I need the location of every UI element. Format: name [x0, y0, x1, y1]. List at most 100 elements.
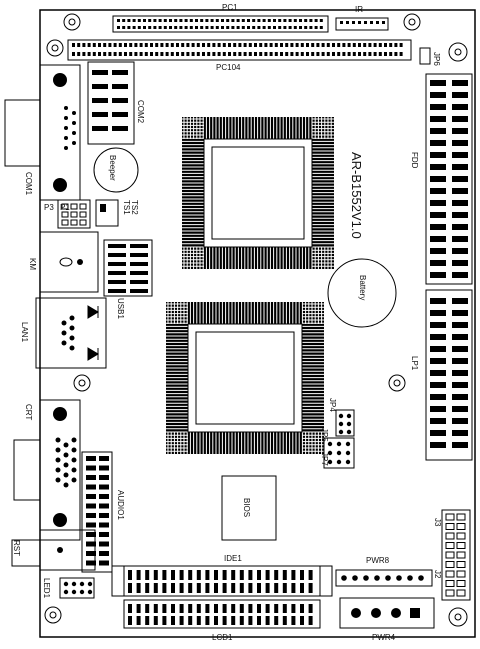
usb1-header — [103, 239, 153, 297]
pin — [148, 26, 152, 29]
pin — [233, 43, 237, 47]
pin — [228, 52, 231, 56]
pin — [71, 467, 77, 473]
rst-label: RST — [12, 540, 21, 556]
pin — [452, 188, 468, 194]
pin — [262, 19, 266, 22]
pin — [291, 604, 296, 613]
pin — [118, 43, 122, 47]
pin — [321, 43, 325, 47]
pin — [222, 43, 226, 47]
pin — [217, 52, 221, 56]
pin — [128, 604, 132, 613]
pin — [363, 43, 367, 47]
pin — [71, 589, 77, 595]
pin — [99, 551, 109, 556]
pin — [430, 188, 446, 194]
pin — [456, 523, 466, 530]
pin — [238, 43, 242, 47]
pin — [55, 467, 61, 473]
pin — [189, 19, 193, 22]
pin — [196, 52, 200, 56]
pin — [418, 575, 424, 581]
pin — [452, 152, 468, 158]
pin — [430, 176, 446, 182]
pin — [358, 21, 361, 24]
pin — [79, 219, 87, 226]
lp1-label: LP1 — [410, 356, 419, 371]
pin — [231, 616, 236, 625]
pin — [389, 43, 393, 47]
pin — [160, 52, 164, 56]
pin — [86, 541, 96, 547]
pin — [430, 128, 446, 134]
pin — [452, 128, 468, 134]
pin — [456, 532, 466, 540]
pin — [86, 484, 96, 490]
pin — [456, 513, 466, 521]
usb1-pins — [108, 244, 148, 293]
pin — [130, 271, 148, 275]
crt-label: CRT — [24, 404, 33, 420]
pin — [189, 26, 193, 29]
pin — [248, 570, 253, 580]
pin — [143, 26, 146, 29]
pin — [452, 224, 468, 230]
pin — [319, 26, 323, 29]
pin — [337, 43, 341, 47]
pin — [205, 19, 209, 22]
pin — [221, 19, 224, 22]
pin — [300, 570, 304, 580]
pin — [243, 52, 247, 56]
pin — [430, 334, 446, 340]
pin — [176, 43, 179, 47]
pin — [254, 43, 257, 47]
pin — [291, 616, 296, 625]
pin — [452, 406, 468, 412]
pin — [117, 19, 120, 22]
pin — [265, 583, 270, 593]
pin — [278, 19, 282, 22]
pin — [456, 561, 466, 568]
pin — [64, 116, 68, 120]
pin — [112, 84, 128, 89]
pin — [304, 19, 308, 22]
pin — [162, 604, 167, 613]
p3-p1-pins — [61, 203, 87, 226]
pin — [352, 21, 355, 24]
pin — [132, 19, 136, 22]
pin — [231, 583, 236, 593]
pin — [295, 43, 299, 47]
pin — [452, 358, 468, 364]
pin — [127, 26, 131, 29]
pin — [214, 604, 218, 613]
led1-pins — [63, 581, 93, 595]
pin — [72, 141, 76, 145]
audio1-header — [81, 451, 113, 573]
pin — [86, 551, 96, 556]
pin — [456, 589, 466, 597]
pin — [162, 583, 167, 593]
led1-header — [59, 577, 95, 599]
pin — [205, 604, 210, 613]
pin — [430, 92, 446, 98]
pin — [144, 52, 148, 56]
pin — [311, 43, 315, 47]
pin — [430, 394, 446, 400]
pin — [445, 542, 455, 549]
pc1-pins — [117, 19, 323, 29]
pin — [150, 43, 153, 47]
pin — [99, 541, 109, 547]
pin — [214, 570, 218, 580]
pin — [373, 43, 377, 47]
pin — [293, 26, 297, 29]
pin — [384, 43, 387, 47]
p3-label: P3 — [44, 203, 54, 212]
pin — [295, 52, 299, 56]
pin — [257, 26, 261, 29]
pin — [259, 43, 263, 47]
pin — [108, 280, 126, 284]
pin — [299, 26, 302, 29]
pin — [452, 260, 468, 266]
